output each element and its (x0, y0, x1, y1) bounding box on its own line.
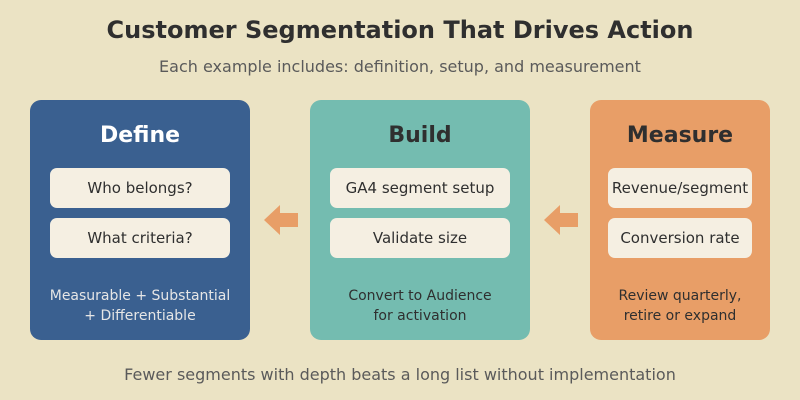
measure-item-revenue-segment: Revenue/segment (608, 168, 752, 208)
diagram-subtitle: Each example includes: definition, setup… (159, 57, 641, 76)
arrow-left-icon (264, 205, 298, 235)
build-item-ga4-setup: GA4 segment setup (330, 168, 510, 208)
define-item-who-belongs: Who belongs? (50, 168, 230, 208)
arrow-left-icon (544, 205, 578, 235)
measure-item-conversion-rate: Conversion rate (608, 218, 752, 258)
define-panel: Define Who belongs? What criteria? Measu… (30, 100, 250, 340)
build-note: Convert to Audience for activation (310, 286, 530, 326)
define-note: Measurable + Substantial + Differentiabl… (30, 286, 250, 326)
define-note-line-2: + Differentiable (84, 308, 196, 324)
diagram-footer: Fewer segments with depth beats a long l… (124, 365, 676, 384)
define-item-what-criteria: What criteria? (50, 218, 230, 258)
diagram-title: Customer Segmentation That Drives Action (106, 16, 694, 44)
define-note-line-1: Measurable + Substantial (49, 288, 231, 304)
measure-note-line-2: retire or expand (623, 308, 737, 324)
measure-title: Measure (626, 123, 734, 148)
measure-note-line-1: Review quarterly, (618, 288, 742, 304)
build-item-validate-size: Validate size (330, 218, 510, 258)
build-panel: Build GA4 segment setup Validate size Co… (310, 100, 530, 340)
build-note-line-1: Convert to Audience (348, 288, 492, 304)
build-title: Build (388, 123, 452, 148)
build-note-line-2: for activation (373, 308, 467, 324)
define-title: Define (99, 123, 181, 148)
measure-panel: Measure Revenue/segment Conversion rate … (590, 100, 770, 340)
measure-note: Review quarterly, retire or expand (590, 286, 770, 326)
